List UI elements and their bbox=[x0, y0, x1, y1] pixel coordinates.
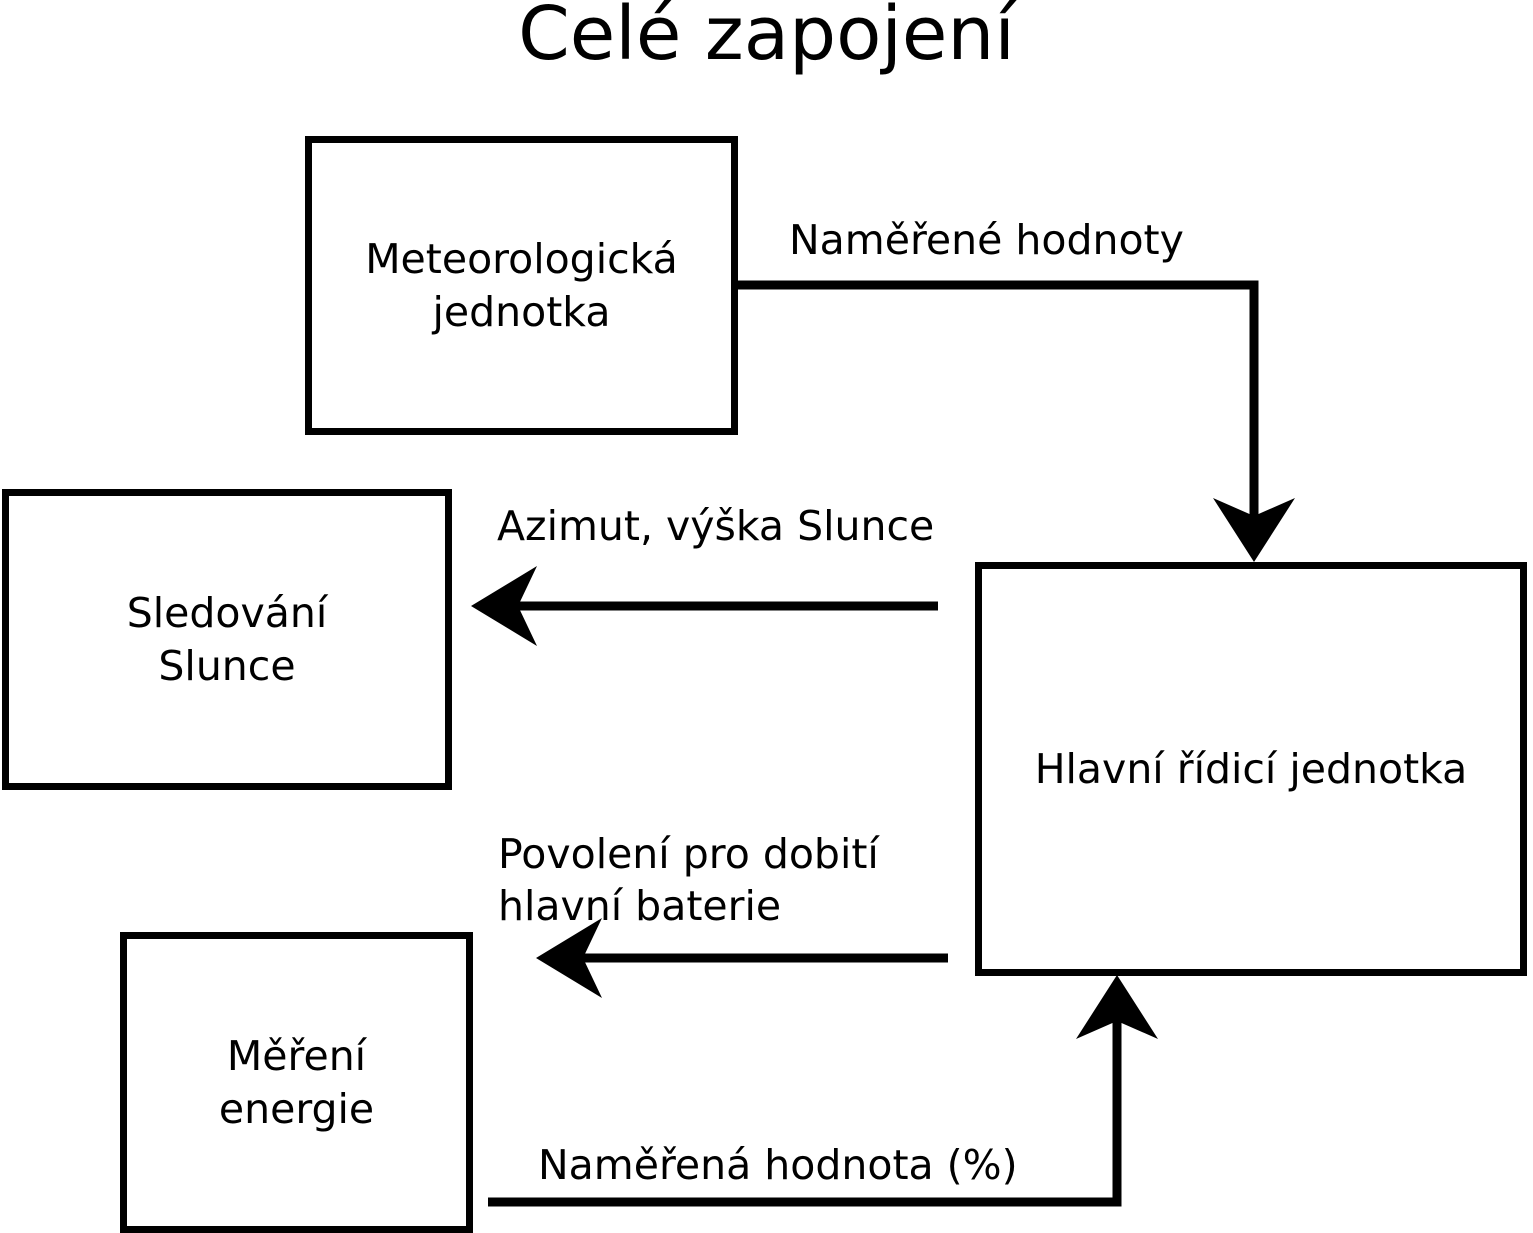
edge-label-azimuth: Azimut, výška Slunce bbox=[497, 502, 935, 550]
node-sledovani-slunce[interactable]: Sledování Slunce bbox=[2, 489, 452, 790]
arrowhead-left-icon bbox=[471, 566, 537, 646]
node-meteorologicka-jednotka[interactable]: Meteorologická jednotka bbox=[305, 136, 738, 435]
node-hlavni-ridici-jednotka[interactable]: Hlavní řídicí jednotka bbox=[975, 562, 1527, 976]
node-label: Hlavní řídicí jednotka bbox=[1034, 744, 1468, 793]
edge-label-measured-values: Naměřené hodnoty bbox=[789, 216, 1184, 264]
arrowhead-up-icon bbox=[1076, 975, 1158, 1039]
edge-measured-percent bbox=[488, 975, 1158, 1207]
node-label: Měření energie bbox=[218, 1032, 375, 1133]
node-label: Meteorologická jednotka bbox=[365, 235, 678, 336]
edge-azimuth bbox=[471, 566, 938, 646]
edge-label-measured-percent: Naměřená hodnota (%) bbox=[538, 1141, 1018, 1189]
edge-label-charge-permission: Povolení pro dobití hlavní baterie bbox=[498, 830, 879, 931]
edge-measured-values bbox=[735, 280, 1295, 562]
node-label: Sledování Slunce bbox=[126, 589, 328, 690]
edge-charge-permission bbox=[536, 918, 948, 998]
arrowhead-down-icon bbox=[1213, 498, 1295, 562]
node-mereni-energie[interactable]: Měření energie bbox=[120, 932, 473, 1233]
page-title: Celé zapojení bbox=[518, 0, 1015, 77]
arrowhead-left-icon bbox=[536, 918, 602, 998]
